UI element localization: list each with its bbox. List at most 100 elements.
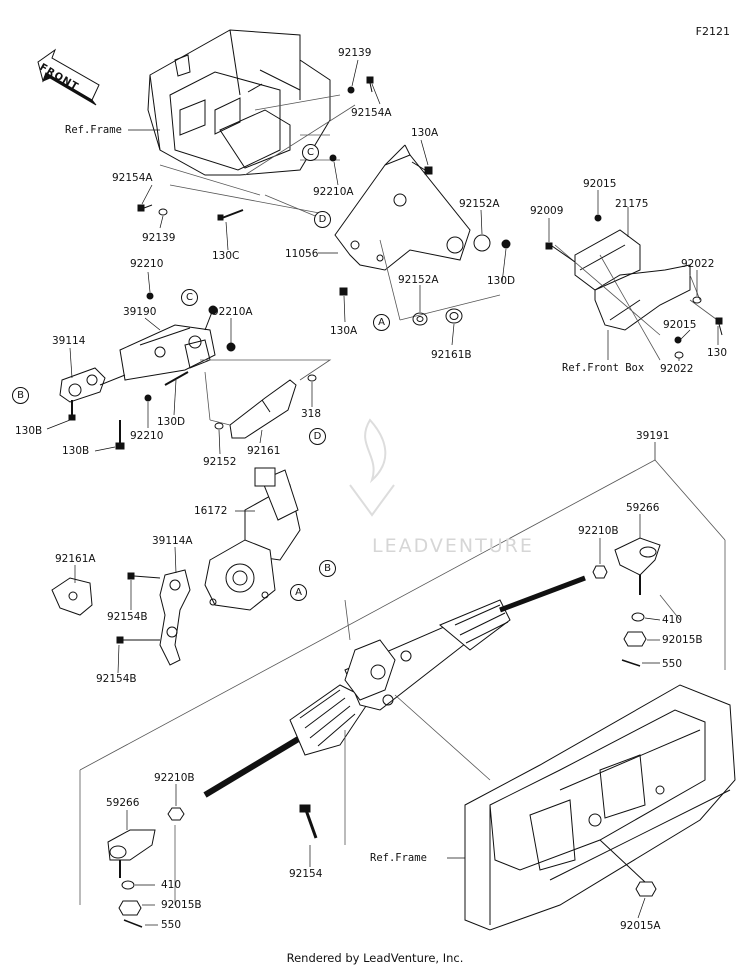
bolt-130-right: [715, 317, 723, 336]
callout-a-top: A: [373, 314, 390, 331]
washer-410-left: [121, 880, 135, 890]
steering-rack-39191: [203, 575, 586, 798]
label-550-right: 550: [662, 658, 683, 670]
cotter-pin-550-right: [621, 659, 641, 667]
label-318: 318: [301, 408, 322, 420]
plate-92161A: [51, 577, 93, 616]
cotter-pin-550-left: [123, 919, 143, 928]
label-92161b: 92161B: [431, 349, 472, 361]
universal-joint-39114: [59, 367, 126, 403]
bolt-92009: [545, 242, 576, 263]
label-92139-left: 92139: [142, 232, 176, 244]
page-code: F2121: [695, 25, 730, 38]
label-11056: 11056: [285, 248, 319, 260]
label-92210-left: 92210: [130, 258, 164, 270]
bracket-92161: [229, 379, 297, 439]
tie-rod-end-59266-right: [614, 537, 661, 595]
label-130-right: 130: [707, 347, 728, 359]
nut-92210B-left: [167, 807, 185, 821]
label-92152a-right: 92152A: [459, 198, 500, 210]
tie-rod-end-59266-left: [107, 829, 156, 878]
label-92152a-mid: 92152A: [398, 274, 439, 286]
bolt-130A-mid: [339, 287, 348, 296]
label-92152: 92152: [203, 456, 237, 468]
bolt-130B-b: [115, 420, 125, 450]
label-ref-frame-bottom: Ref.Frame: [370, 852, 427, 864]
label-16172: 16172: [194, 505, 228, 517]
label-410-right: 410: [662, 614, 683, 626]
steering-mount-plate: [334, 144, 471, 271]
washer-410-right: [631, 612, 645, 622]
bolt-92139-top: [347, 86, 355, 94]
label-92161: 92161: [247, 445, 281, 457]
label-92015a: 92015A: [620, 920, 661, 932]
label-92210-low: 92210: [130, 430, 164, 442]
bolt-130A-top: [411, 161, 433, 175]
callout-d-left: D: [309, 428, 326, 445]
label-130b-a: 130B: [15, 425, 43, 437]
label-92022-top: 92022: [681, 258, 715, 270]
callout-b-mid: B: [319, 560, 336, 577]
bolt-92154A-left: [137, 204, 153, 212]
label-92154b-a: 92154B: [107, 611, 148, 623]
label-92161a: 92161A: [55, 553, 96, 565]
nut-130D-right: [501, 239, 511, 249]
label-92210a-mid: 92210A: [313, 186, 354, 198]
washer-92022-top: [692, 296, 702, 304]
label-92009: 92009: [530, 205, 564, 217]
front-box-bracket: [574, 229, 691, 331]
watermark-text: LEADVENTURE: [372, 535, 534, 557]
label-92154a-left: 92154A: [112, 172, 153, 184]
label-ref-front-box: Ref.Front Box: [562, 362, 645, 374]
bolt-130C: [217, 209, 244, 221]
bushing-92161B: [445, 308, 463, 324]
nut-92015-mid: [674, 336, 682, 344]
nut-92210-low: [144, 394, 152, 402]
intermediate-shaft-39114A: [159, 569, 191, 666]
label-92154b-b: 92154B: [96, 673, 137, 685]
label-39114a: 39114A: [152, 535, 193, 547]
nut-318: [307, 374, 317, 382]
label-410-left: 410: [161, 879, 182, 891]
label-39114: 39114: [52, 335, 86, 347]
watermark-logo-icon: [349, 418, 395, 517]
label-550-left: 550: [161, 919, 182, 931]
label-130d-left: 130D: [157, 416, 186, 428]
label-92015-top: 92015: [583, 178, 617, 190]
label-21175: 21175: [615, 198, 649, 210]
bolt-130D-left: [164, 371, 189, 386]
washer-92139-left: [158, 208, 168, 216]
washer-92152: [214, 422, 224, 430]
callout-c-top: C: [302, 144, 319, 161]
steering-column-39190: [119, 305, 218, 381]
bolt-92154: [299, 804, 318, 839]
washer-92152A-mid: [412, 312, 428, 326]
label-39190: 39190: [123, 306, 157, 318]
label-130d-right: 130D: [487, 275, 516, 287]
label-92154a-top: 92154A: [351, 107, 392, 119]
nut-92015-top: [594, 214, 602, 222]
label-92015-mid: 92015: [663, 319, 697, 331]
nut-92015A: [599, 839, 657, 897]
bolt-92154B-b: [116, 636, 160, 644]
label-130a-top: 130A: [411, 127, 439, 139]
label-130c: 130C: [212, 250, 240, 262]
label-59266-right: 59266: [626, 502, 660, 514]
nut-92210-left: [146, 292, 154, 300]
label-59266-left: 59266: [106, 797, 140, 809]
label-92154: 92154: [289, 868, 323, 880]
nut-92210B-right: [592, 565, 608, 579]
front-arrow-icon: [37, 48, 100, 106]
bolt-92154A-top: [366, 76, 374, 93]
main-frame-bottom: [464, 684, 736, 931]
label-92015b-right: 92015B: [662, 634, 703, 646]
nut-92210A-mid: [329, 154, 337, 162]
power-steering-unit-16172: [204, 467, 301, 611]
footer-credit: Rendered by LeadVenture, Inc.: [286, 951, 464, 965]
callout-c-left: C: [181, 289, 198, 306]
label-92210a-left: 92210A: [212, 306, 253, 318]
callout-b-left: B: [12, 387, 29, 404]
label-130b-b: 130B: [62, 445, 90, 457]
steering-bracket-frame: [147, 29, 331, 176]
